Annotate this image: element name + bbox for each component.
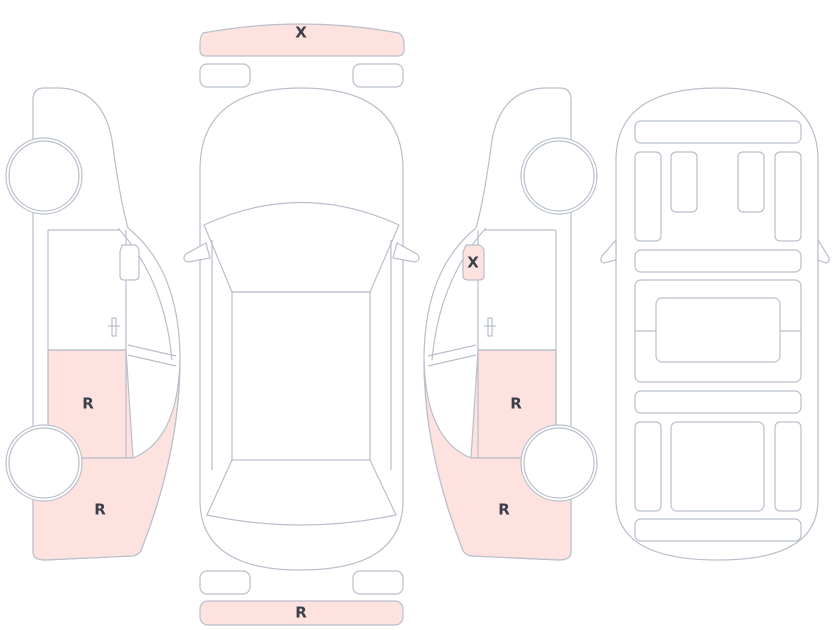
left-front-door-panel[interactable]	[634, 151, 662, 242]
dashboard[interactable]	[634, 120, 802, 144]
right-mirror-top[interactable]	[392, 242, 420, 263]
rear-seat[interactable]	[670, 421, 765, 512]
hood[interactable]	[203, 202, 400, 226]
right-rear-quarter-mark: R	[498, 501, 510, 519]
passenger-seat[interactable]	[737, 151, 765, 213]
left-door-frame	[47, 229, 127, 458]
right-door-frame	[477, 229, 557, 458]
front-bumper[interactable]	[199, 23, 405, 57]
right-rear-quarter[interactable]	[423, 359, 572, 561]
front-row-panel[interactable]	[634, 249, 802, 273]
left-front-wheel-inner	[8, 140, 80, 212]
rear-left-light[interactable]	[199, 570, 251, 595]
right-rear-wheel[interactable]	[520, 424, 598, 502]
front-bumper-mark: X	[295, 24, 307, 42]
right-rear-wheel-inner	[523, 427, 595, 499]
left-mirror[interactable]	[119, 244, 140, 281]
car-right-side-view: X R R	[423, 87, 598, 561]
right-rear-door-panel[interactable]	[774, 421, 802, 512]
roof[interactable]	[231, 291, 371, 461]
left-rear-wheel[interactable]	[5, 424, 83, 502]
car-left-side-view: R R	[5, 87, 181, 561]
rear-row-panel[interactable]	[634, 390, 802, 414]
car-interior-view	[600, 87, 830, 561]
left-front-wheel[interactable]	[5, 137, 83, 215]
rear-bumper-mark: R	[295, 604, 307, 622]
interior-right-mirror[interactable]	[817, 237, 830, 264]
right-rear-door-mark: R	[510, 395, 522, 413]
left-rear-door-panel[interactable]	[634, 421, 662, 512]
left-mirror-top[interactable]	[183, 242, 211, 263]
right-door-handle[interactable]	[484, 317, 496, 337]
driver-seat[interactable]	[670, 151, 698, 213]
rear-window[interactable]	[206, 459, 397, 526]
rear-bumper[interactable]	[199, 600, 404, 626]
front-right-light[interactable]	[352, 63, 404, 88]
right-front-wheel-inner	[523, 140, 595, 212]
left-rear-quarter[interactable]	[32, 359, 181, 561]
rear-right-light[interactable]	[352, 570, 404, 595]
front-left-light[interactable]	[199, 63, 251, 88]
right-front-wheel[interactable]	[520, 137, 598, 215]
left-windshield	[117, 227, 177, 367]
right-mirror[interactable]	[462, 244, 485, 281]
left-rear-quarter-mark: R	[94, 501, 106, 519]
right-mirror-mark: X	[467, 254, 479, 272]
right-windshield	[427, 227, 487, 367]
interior-left-mirror[interactable]	[600, 238, 617, 264]
right-front-door-panel[interactable]	[774, 151, 802, 242]
left-door-handle[interactable]	[108, 317, 120, 337]
center-console[interactable]	[655, 297, 781, 363]
car-body-top[interactable]	[199, 87, 404, 571]
trunk-panel[interactable]	[634, 518, 802, 542]
car-top-view: X R	[183, 23, 420, 626]
left-rear-wheel-inner	[8, 427, 80, 499]
left-rear-door-mark: R	[82, 395, 94, 413]
